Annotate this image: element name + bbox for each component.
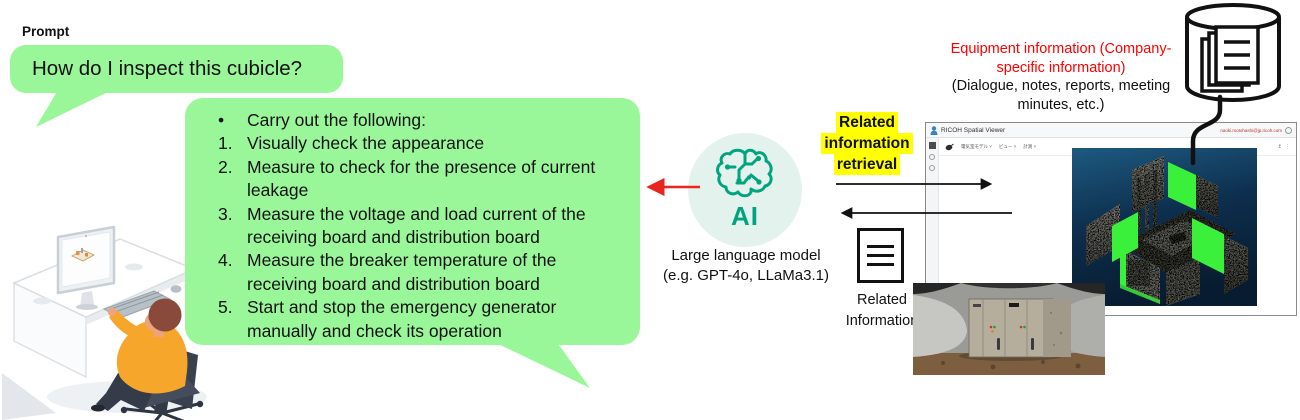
viewer-sidebar <box>926 138 939 315</box>
viewer-menu-measure[interactable]: 計測 ˅ <box>1023 143 1037 149</box>
response-item: 1. Visually check the appearance <box>218 133 485 154</box>
related-info-document-icon <box>857 228 904 283</box>
viewer-account-email[interactable]: naoki.motohashi@jp.ricoh.com <box>1220 127 1282 133</box>
stacked-documents-icon <box>1200 25 1260 93</box>
response-item: 4. Measure the breaker temperature of th… <box>218 250 557 294</box>
prompt-label: Prompt <box>22 24 70 39</box>
equipment-info-subtitle: (Dialogue, notes, reports, meeting minut… <box>951 78 1171 113</box>
floor-wedge <box>2 373 56 420</box>
viewer-logo-icon <box>930 125 938 135</box>
response-item: 5. Start and stop the emergency generato… <box>218 297 557 341</box>
monitor-3d-model <box>71 248 95 262</box>
retrieval-label: Related information retrieval <box>796 112 938 175</box>
viewer-title: RICOH Spatial Viewer <box>941 126 1006 134</box>
view-tool-icon[interactable] <box>929 154 935 160</box>
brain-circuit-icon <box>716 148 773 198</box>
response-item: 3. Measure the voltage and load current … <box>218 203 586 248</box>
prompt-bubble-tail <box>36 90 112 127</box>
person <box>91 298 188 412</box>
response-item: • Carry out the following: <box>218 110 426 130</box>
highlighted-green-panels[interactable] <box>1112 162 1224 304</box>
person-at-desk-illustration <box>2 225 207 420</box>
viewer-toolbar-right-icons[interactable]: ↥⋮ <box>1277 143 1290 150</box>
response-item: 2. Measure to check for the presence of … <box>218 156 596 201</box>
ai-label: AI <box>731 201 759 231</box>
electrical-cabinets <box>968 298 1071 358</box>
settings-tool-icon[interactable] <box>929 165 935 171</box>
user-avatar-icon[interactable] <box>1285 126 1292 134</box>
response-bubble: • Carry out the following: 1. Visually c… <box>185 98 640 345</box>
viewer-menu-view[interactable]: ビュー ˅ <box>998 143 1017 149</box>
response-bubble-tail <box>492 341 590 388</box>
model-tool-icon[interactable] <box>945 143 954 151</box>
mouse <box>170 285 182 293</box>
ai-node: AI <box>688 133 802 247</box>
database-icon <box>1185 3 1281 103</box>
pointcloud-viewport[interactable] <box>1072 148 1257 306</box>
pointcloud-room <box>1086 156 1248 306</box>
monitor <box>56 225 116 310</box>
cubicle-panorama-photo <box>913 283 1105 375</box>
spatial-viewer-window: RICOH Spatial Viewer naoki.motohashi@jp.… <box>925 122 1297 316</box>
viewer-titlebar: RICOH Spatial Viewer naoki.motohashi@jp.… <box>926 123 1296 138</box>
ai-caption: Large language model (e.g. GPT-4o, LLaMa… <box>663 247 829 284</box>
related-info-label: Related Information <box>845 292 919 329</box>
prompt-bubble: How do I inspect this cubicle? <box>10 45 343 93</box>
equipment-info-title: Equipment information (Company-specific … <box>950 41 1172 76</box>
viewer-menu-model[interactable]: 電気室モデル ˅ <box>961 143 992 149</box>
prompt-question: How do I inspect this cubicle? <box>32 57 303 80</box>
layers-panel-icon[interactable] <box>928 142 936 149</box>
